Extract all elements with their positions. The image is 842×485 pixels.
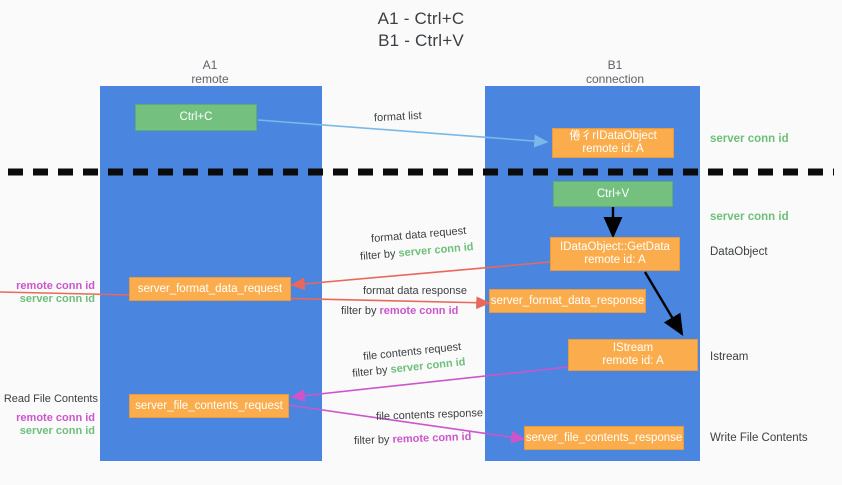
label-format-list: format list <box>373 109 422 125</box>
arrow-getdata-istream <box>643 271 684 337</box>
right-label-dataobject: DataObject <box>710 246 768 258</box>
box-ctrl-c[interactable]: Ctrl+C <box>135 104 257 131</box>
box-server-file-contents-request-label: server_file_contents_request <box>135 399 283 412</box>
box-ctrl-v-label: Ctrl+V <box>596 187 630 200</box>
title-line-2: B1 - Ctrl+V <box>378 31 464 50</box>
column-header-b1-sub: connection <box>585 72 645 86</box>
right-label-server-conn-id-1: server conn id <box>710 133 789 145</box>
filter-value-remote-conn-id-2: remote conn id <box>392 430 472 446</box>
box-getdata-line2: remote id: A <box>584 254 646 266</box>
box-server-file-contents-request[interactable]: server_file_contents_request <box>129 394 289 418</box>
left-label-server-conn-id-1: server conn id <box>19 293 95 305</box>
box-server-file-contents-response-label: server_file_contents_response <box>525 431 683 444</box>
box-server-format-data-response[interactable]: server_format_data_response <box>489 289 646 313</box>
box-istream-line2: remote id: A <box>602 355 664 367</box>
left-label-remote-conn-id-2: remote conn id <box>16 412 95 424</box>
box-server-file-contents-response[interactable]: server_file_contents_response <box>524 426 684 450</box>
left-label-server-conn-id-2: server conn id <box>19 425 95 437</box>
box-getdata[interactable]: IDataObject::GetData remote id: A <box>550 237 680 271</box>
right-label-istream: Istream <box>710 351 749 363</box>
title-line-1: A1 - Ctrl+C <box>377 9 465 28</box>
label-format-data-response: format data response <box>363 285 467 297</box>
right-label-server-conn-id-2: server conn id <box>710 211 789 223</box>
column-header-a1: A1 remote <box>125 58 295 86</box>
arrow-format-data-request <box>290 261 551 291</box>
column-header-a1-sub: remote <box>191 72 229 86</box>
box-server-format-data-response-label: server_format_data_response <box>490 294 645 307</box>
box-ctrl-c-label: Ctrl+C <box>179 111 213 123</box>
box-ctrl-v[interactable]: Ctrl+V <box>553 181 673 207</box>
arrow-file-contents-request <box>290 366 569 402</box>
box-istream-line1: IStream <box>612 342 654 354</box>
column-header-b1: B1 connection <box>530 58 700 86</box>
box-getdata-line1: IDataObject::GetData <box>560 241 670 253</box>
left-label-remote-conn-id-1: remote conn id <box>16 280 95 292</box>
box-idataobject[interactable]: 倦彳rIDataObject remote id: A <box>552 128 674 158</box>
box-server-format-data-request-label: server_format_data_request <box>137 282 283 295</box>
box-idataobject-line1: 倦彳rIDataObject <box>569 130 657 142</box>
box-idataobject-line2: remote id: A <box>582 143 644 155</box>
page-title: A1 - Ctrl+C B1 - Ctrl+V <box>0 8 842 52</box>
arrow-format-list <box>257 119 549 148</box>
box-server-format-data-request[interactable]: server_format_data_request <box>129 277 291 301</box>
box-istream[interactable]: IStream remote id: A <box>568 339 698 371</box>
column-header-a1-name: A1 <box>202 58 218 72</box>
label-format-data-response-filter: filter by remote conn id <box>341 305 459 317</box>
arrow-file-contents-response <box>287 404 526 444</box>
right-label-write-file-contents: Write File Contents <box>710 432 808 444</box>
left-label-read-file-contents: Read File Contents <box>3 393 98 405</box>
column-header-b1-name: B1 <box>607 58 623 72</box>
filter-value-remote-conn-id-1: remote conn id <box>379 305 459 317</box>
